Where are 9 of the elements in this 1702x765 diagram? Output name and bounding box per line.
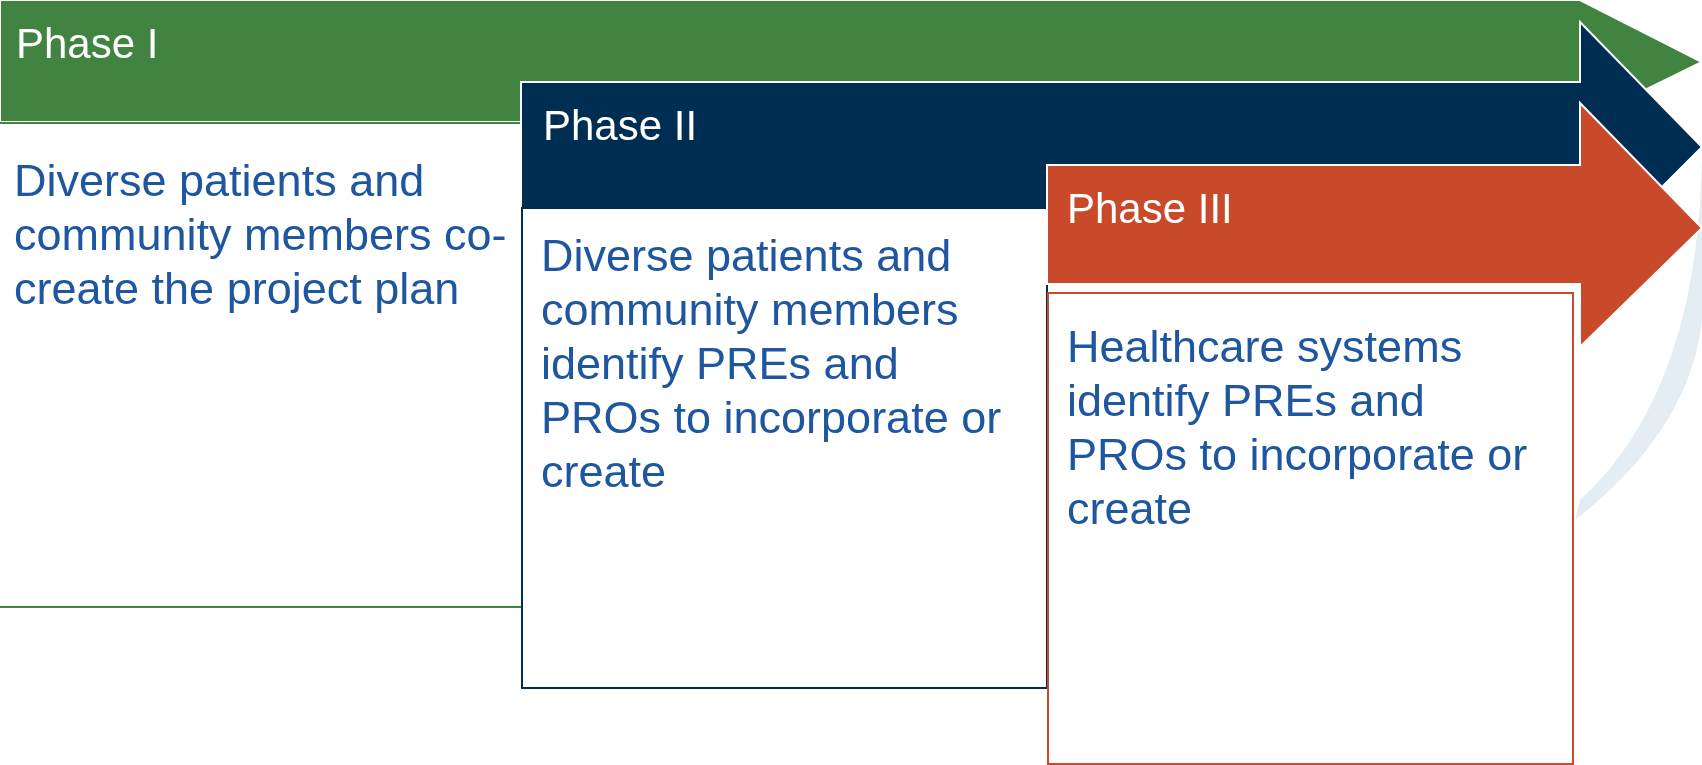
phase-box: [521, 207, 1048, 689]
phase-description: Diverse patients and community members identify PREs and PROs to incorporate or create: [541, 229, 1003, 499]
phase-box: [0, 122, 522, 608]
phase-heading: Phase II: [543, 102, 698, 150]
phase-heading: Phase I: [16, 20, 159, 68]
phase-box: [1047, 292, 1574, 765]
phase-heading: Phase III: [1067, 185, 1233, 233]
phase-description: Healthcare systems identify PREs and PROs to incorporate or create: [1067, 320, 1529, 536]
phase-description: Diverse patients and community members co-create the project plan: [14, 154, 508, 316]
